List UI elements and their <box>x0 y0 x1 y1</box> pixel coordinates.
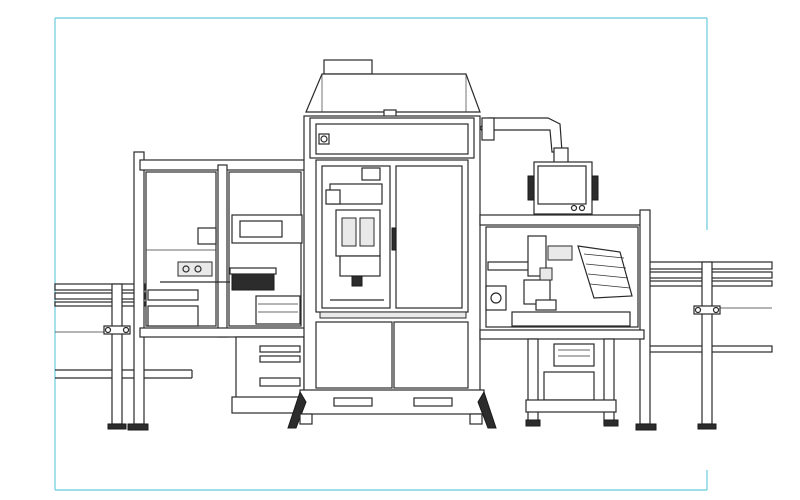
indicator-lamp-icon <box>320 135 328 143</box>
hmi-screen-icon <box>527 161 599 215</box>
right-station <box>479 209 657 431</box>
operator-sign <box>320 135 328 143</box>
main-cabinet <box>287 59 497 429</box>
left-station <box>127 151 309 431</box>
right-conveyor <box>644 261 773 430</box>
frame-border <box>54 17 708 491</box>
left-conveyor <box>54 283 193 430</box>
hmi-arm <box>479 117 569 165</box>
